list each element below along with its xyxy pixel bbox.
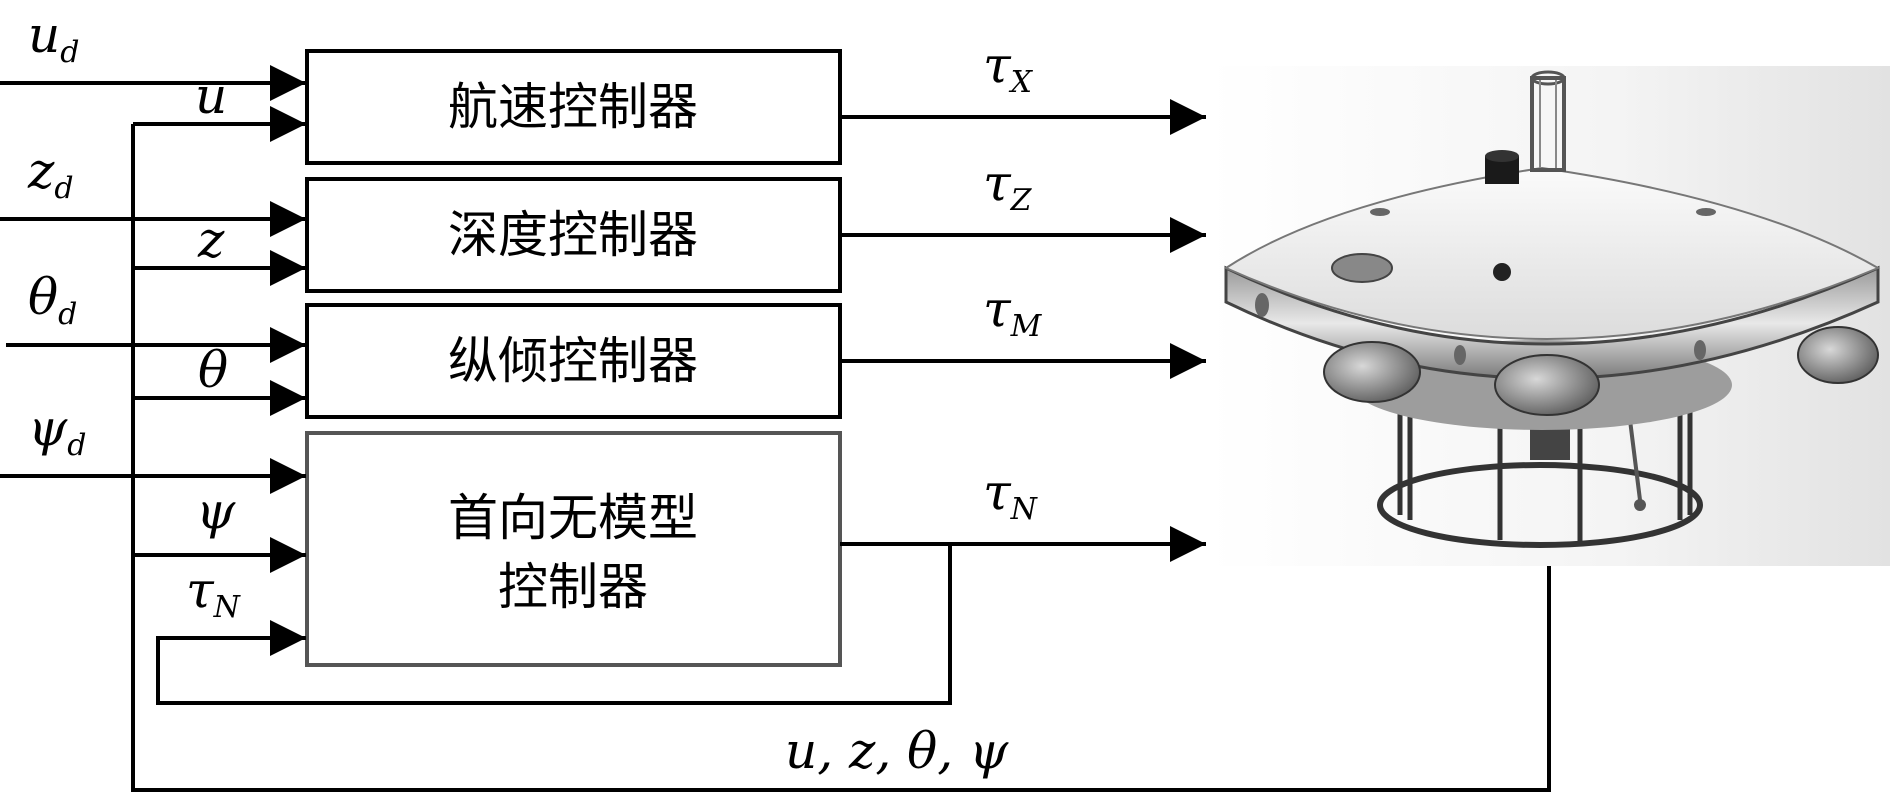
heading-controller-box: 首向无模型 控制器 — [305, 431, 842, 667]
pitch-controller-label: 纵倾控制器 — [448, 332, 698, 390]
tau-x-label: τX — [983, 36, 1034, 100]
heading-controller-label-2: 控制器 — [498, 558, 648, 616]
fb-tau-n-label: τN — [186, 561, 242, 625]
speed-controller-box: 航速控制器 — [305, 49, 842, 165]
ref-z-label: zd — [27, 142, 74, 206]
ref-u-label: ud — [28, 6, 79, 70]
fb-psi-label: ψ — [196, 482, 236, 540]
speed-controller-label: 航速控制器 — [448, 78, 698, 136]
tau-n-label: τN — [983, 463, 1039, 527]
depth-controller-label: 深度控制器 — [448, 206, 698, 264]
tau-n-feedback-loop — [156, 544, 952, 705]
heading-controller-label-1: 首向无模型 — [448, 489, 698, 547]
reference-arrows — [0, 65, 306, 494]
state-feedback-label: u, z, θ, ψ — [785, 722, 1009, 780]
vehicle-illustration — [1208, 66, 1890, 566]
output-arrows — [840, 99, 1206, 562]
ref-psi-label: ψd — [28, 399, 86, 463]
tau-m-label: τM — [983, 280, 1043, 344]
tau-z-label: τZ — [983, 154, 1033, 218]
feedback-bus — [131, 106, 1551, 792]
fb-theta-label: θ — [198, 341, 228, 399]
fb-z-label: z — [197, 211, 225, 269]
ref-theta-label: θd — [28, 268, 77, 332]
fb-u-label: u — [195, 67, 227, 125]
depth-controller-box: 深度控制器 — [305, 177, 842, 293]
pitch-controller-box: 纵倾控制器 — [305, 303, 842, 419]
